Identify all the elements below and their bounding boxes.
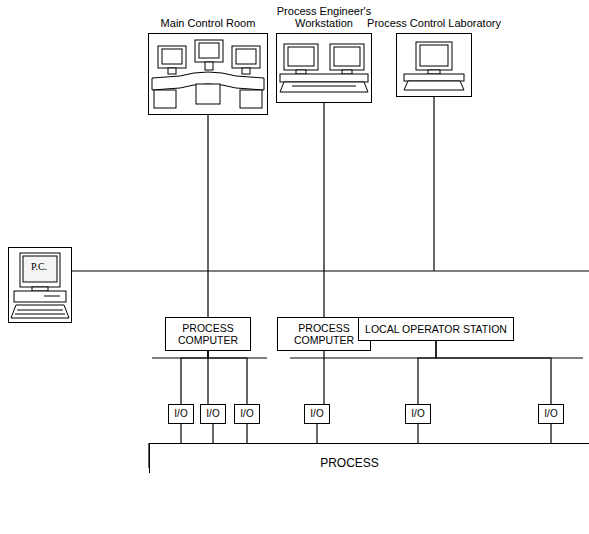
- bus-connector: [212, 424, 213, 443]
- bus-drop: [433, 97, 434, 271]
- bus-connector: [550, 424, 551, 443]
- box-label: LOCAL OPERATOR STATION: [362, 323, 510, 335]
- bus-connector: [180, 424, 181, 443]
- io-label: I/O: [206, 409, 219, 419]
- lab-computer-illustration: [404, 42, 464, 90]
- console-illustration: [152, 40, 264, 108]
- box-label: PROCESS COMPUTER: [166, 322, 250, 346]
- bus-connector: [417, 424, 418, 443]
- panel-heading: Main Control Room: [119, 17, 297, 30]
- io-label: I/O: [174, 409, 187, 419]
- control-room-panel: Main Control Room: [148, 33, 268, 115]
- workstation-illustration: [280, 44, 368, 92]
- network-bus: [72, 270, 589, 271]
- bus-connector: [323, 103, 324, 317]
- bus-connector: [181, 351, 208, 404]
- io-box: I/O: [304, 404, 330, 424]
- box-label: PROCESS COMPUTER: [278, 322, 370, 346]
- bus-connector: [436, 341, 551, 404]
- io-label: I/O: [310, 409, 323, 419]
- io-box: I/O: [168, 404, 194, 424]
- io-label: I/O: [411, 409, 424, 419]
- screen-label: P.C.: [21, 261, 57, 272]
- io-box: I/O: [405, 404, 431, 424]
- bus-connector: [207, 351, 208, 404]
- workstation-panel: Process Engineer's Workstation: [276, 33, 372, 103]
- bus-connector: [208, 351, 247, 404]
- io-box: I/O: [200, 404, 226, 424]
- process-band: PROCESS: [149, 443, 589, 473]
- bus-connector: [207, 115, 208, 317]
- computer-box: PROCESS COMPUTER: [165, 317, 251, 351]
- process-label: PROCESS: [150, 456, 549, 470]
- bus-connector: [246, 424, 247, 443]
- laboratory-panel: Process Control Laboratory: [396, 33, 472, 97]
- operator-station-box: LOCAL OPERATOR STATION: [358, 317, 514, 341]
- bus-connector: [323, 351, 324, 404]
- io-label: I/O: [544, 409, 557, 419]
- panel-heading: Process Control Laboratory: [367, 17, 501, 30]
- pc-panel: P.C.: [8, 247, 72, 323]
- pc-illustration: [11, 253, 69, 318]
- bus-connector: [418, 341, 436, 404]
- io-box: I/O: [234, 404, 260, 424]
- io-box: I/O: [538, 404, 564, 424]
- bus-connector: [316, 424, 317, 443]
- io-label: I/O: [240, 409, 253, 419]
- computer-box: PROCESS COMPUTER: [277, 317, 371, 351]
